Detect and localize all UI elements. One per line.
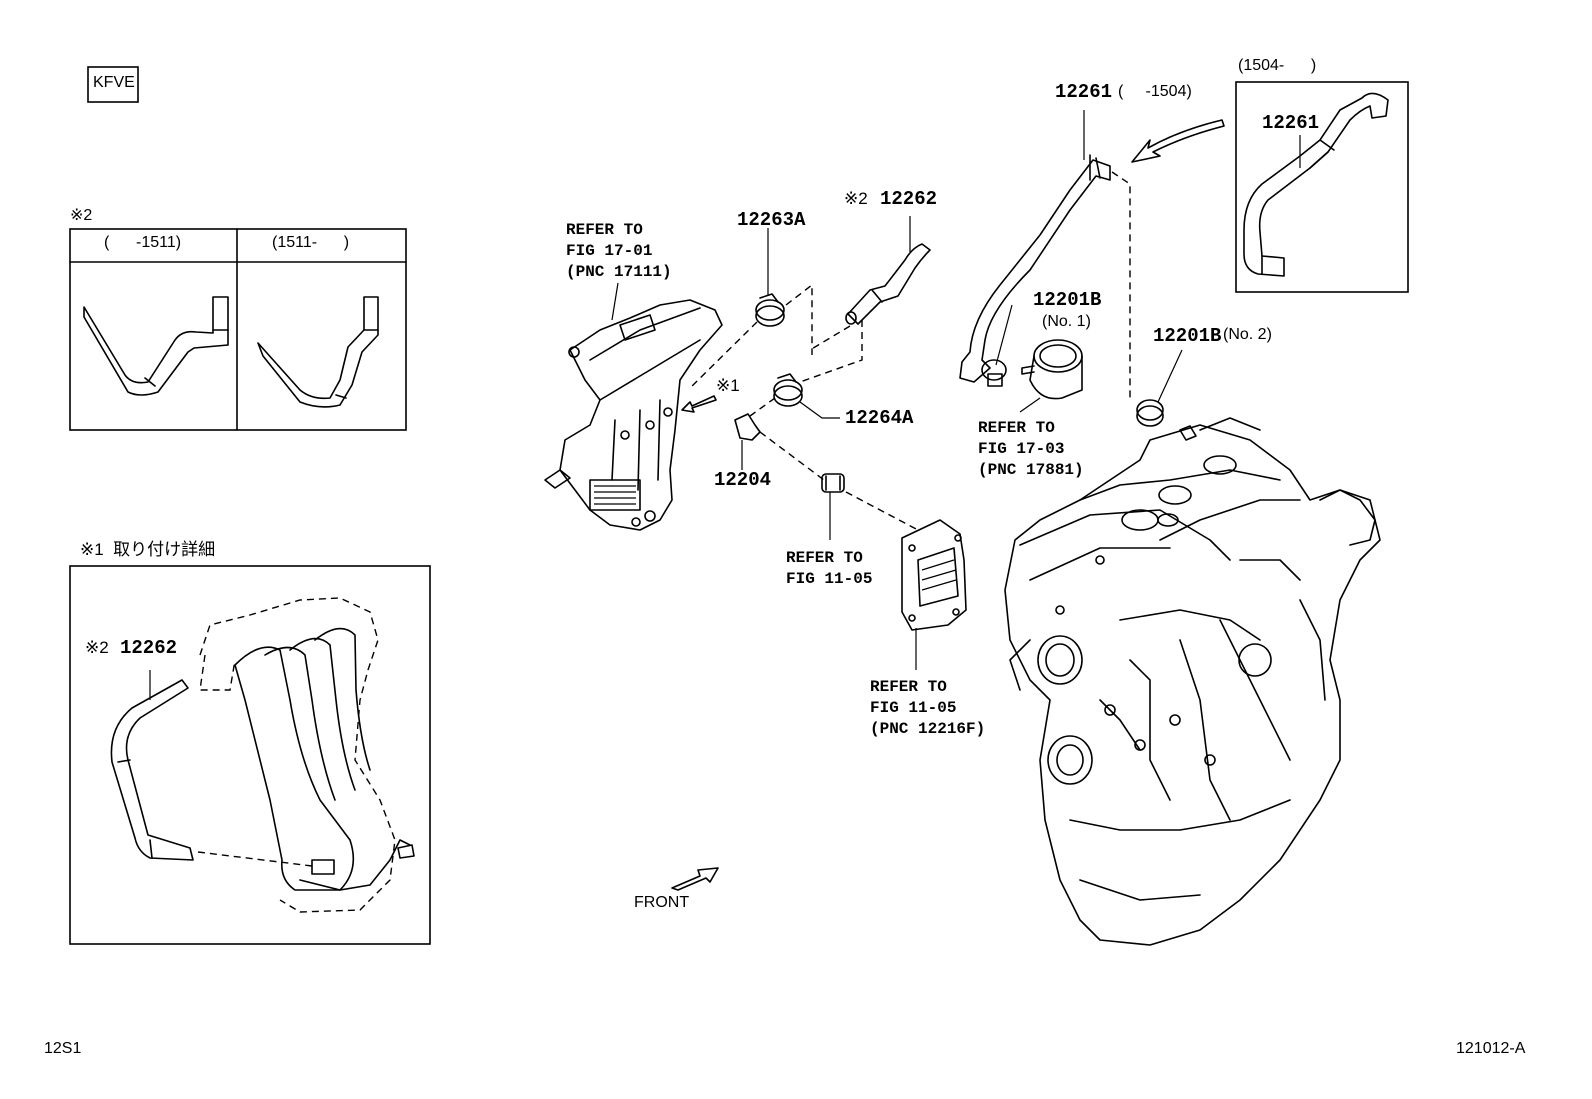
hose-old-icon	[83, 296, 229, 396]
part-12261-range: ( -1504)	[1118, 83, 1192, 100]
detail-hose-icon	[110, 679, 194, 861]
detail-arrow-icon	[681, 395, 717, 413]
valve-12204-icon	[734, 413, 761, 470]
note1-part-number: 12262	[120, 637, 178, 659]
ref-fig-11-05-pnc-12216f: REFER TO FIG 11-05 (PNC 12216F)	[870, 678, 986, 738]
hose-new-icon	[257, 296, 379, 408]
ref-fig-11-05: REFER TO FIG 11-05	[786, 549, 873, 588]
part-12264a-label: 12264A	[845, 407, 914, 429]
inset-range: (1504- )	[1238, 57, 1317, 74]
part-12201b-no1-label: 12201B	[1033, 289, 1102, 311]
note2-col-right: (1511- )	[272, 234, 350, 251]
detail-ref-mark: ※1	[716, 376, 740, 395]
part-12262-mark: ※2	[844, 189, 868, 208]
note1-detail-box	[69, 565, 431, 945]
curved-arrow-icon	[1131, 119, 1225, 163]
inset-hose-icon	[1243, 92, 1389, 277]
inset-part-label: 12261	[1262, 112, 1320, 134]
front-arrow-icon	[671, 867, 719, 891]
part-12204-label: 12204	[714, 469, 772, 491]
note1-title: ※1 取り付け詳細	[80, 540, 216, 559]
part-12201b-no2-sub: (No. 2)	[1223, 326, 1272, 343]
hose-12261-icon	[959, 110, 1111, 383]
ref-fig-17-03: REFER TO FIG 17-03 (PNC 17881)	[978, 419, 1084, 479]
part-12262-label: 12262	[880, 188, 938, 210]
grommet-icon	[821, 473, 845, 540]
engine-code-box	[87, 66, 139, 103]
part-12201b-no1-sub: (No. 1)	[1042, 313, 1091, 330]
engine-code-label: KFVE	[93, 74, 135, 91]
engine-block-drawing	[1004, 417, 1381, 946]
intake-manifold-drawing	[544, 282, 723, 531]
clamp-12263a-icon	[755, 228, 785, 327]
note2-col-left: ( -1511)	[104, 234, 182, 251]
footer-left-code: 12S1	[44, 1040, 82, 1057]
footer-right-code: 121012-A	[1456, 1040, 1526, 1057]
part-12261-label: 12261	[1055, 81, 1113, 103]
clamp-12264a-icon	[773, 373, 840, 419]
note2-mark: ※2	[70, 207, 93, 224]
hose-12262-icon	[845, 216, 931, 325]
inset-box	[1235, 81, 1409, 293]
front-label: FRONT	[634, 894, 690, 911]
note1-part-mark: ※2	[85, 638, 109, 657]
clamp-12201b-no1-icon	[981, 304, 1013, 387]
clamp-12201b-no2-icon	[1136, 349, 1183, 427]
throttle-body-icon	[1019, 339, 1083, 413]
oil-separator-plate-icon	[901, 519, 967, 670]
ref-fig-17-01: REFER TO FIG 17-01 (PNC 17111)	[566, 221, 672, 281]
note2-table	[69, 228, 407, 431]
part-12201b-no2-label: 12201B	[1153, 325, 1222, 347]
part-12263a-label: 12263A	[737, 209, 806, 231]
